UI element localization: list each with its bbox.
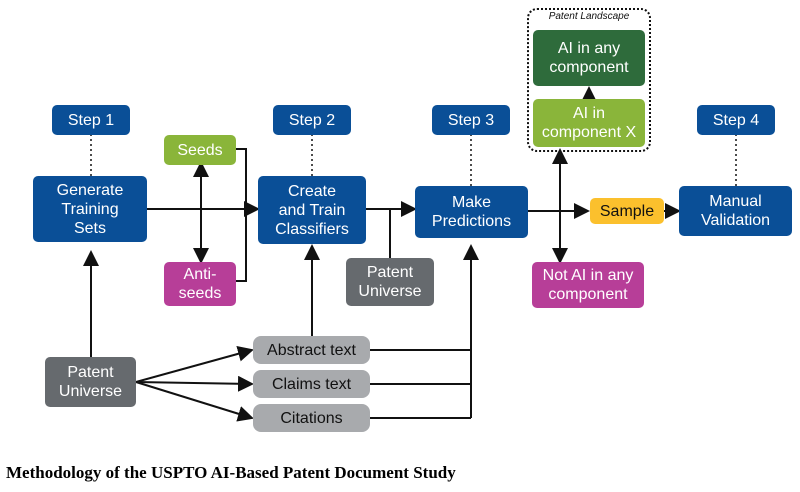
step2-label: Step 2 — [273, 105, 351, 135]
make-predictions-node: Make Predictions — [415, 186, 528, 238]
claims-text-node: Claims text — [253, 370, 370, 398]
universe-to-citations-arrow — [135, 381, 254, 422]
seed-bracket — [236, 148, 247, 282]
manual-validation-node: Manual Validation — [679, 186, 792, 236]
generate-training-sets-node: Generate Training Sets — [33, 176, 147, 242]
ai-in-component-x-node: AI in component X — [533, 99, 645, 147]
step4-label: Step 4 — [697, 105, 775, 135]
sample-node: Sample — [590, 198, 664, 224]
citations-node: Citations — [253, 404, 370, 432]
seeds-node: Seeds — [164, 135, 236, 165]
universe-to-claims-arrow — [135, 375, 254, 392]
figure-caption: Methodology of the USPTO AI-Based Patent… — [6, 463, 456, 482]
patent-universe-mid-node: Patent Universe — [346, 258, 434, 306]
patent-universe-left-node: Patent Universe — [45, 357, 136, 407]
patent-landscape-group — [527, 8, 651, 152]
abstract-text-node: Abstract text — [253, 336, 370, 364]
step1-label: Step 1 — [52, 105, 130, 135]
step3-label: Step 3 — [432, 105, 510, 135]
anti-seeds-node: Anti- seeds — [164, 262, 236, 306]
create-and-train-classifiers-node: Create and Train Classifiers — [258, 176, 366, 244]
patent-landscape-title: Patent Landscape — [548, 11, 630, 22]
ai-in-any-component-node: AI in any component — [533, 30, 645, 86]
universe-to-abstract-arrow — [135, 346, 254, 383]
not-ai-in-any-component-node: Not AI in any component — [532, 262, 644, 308]
